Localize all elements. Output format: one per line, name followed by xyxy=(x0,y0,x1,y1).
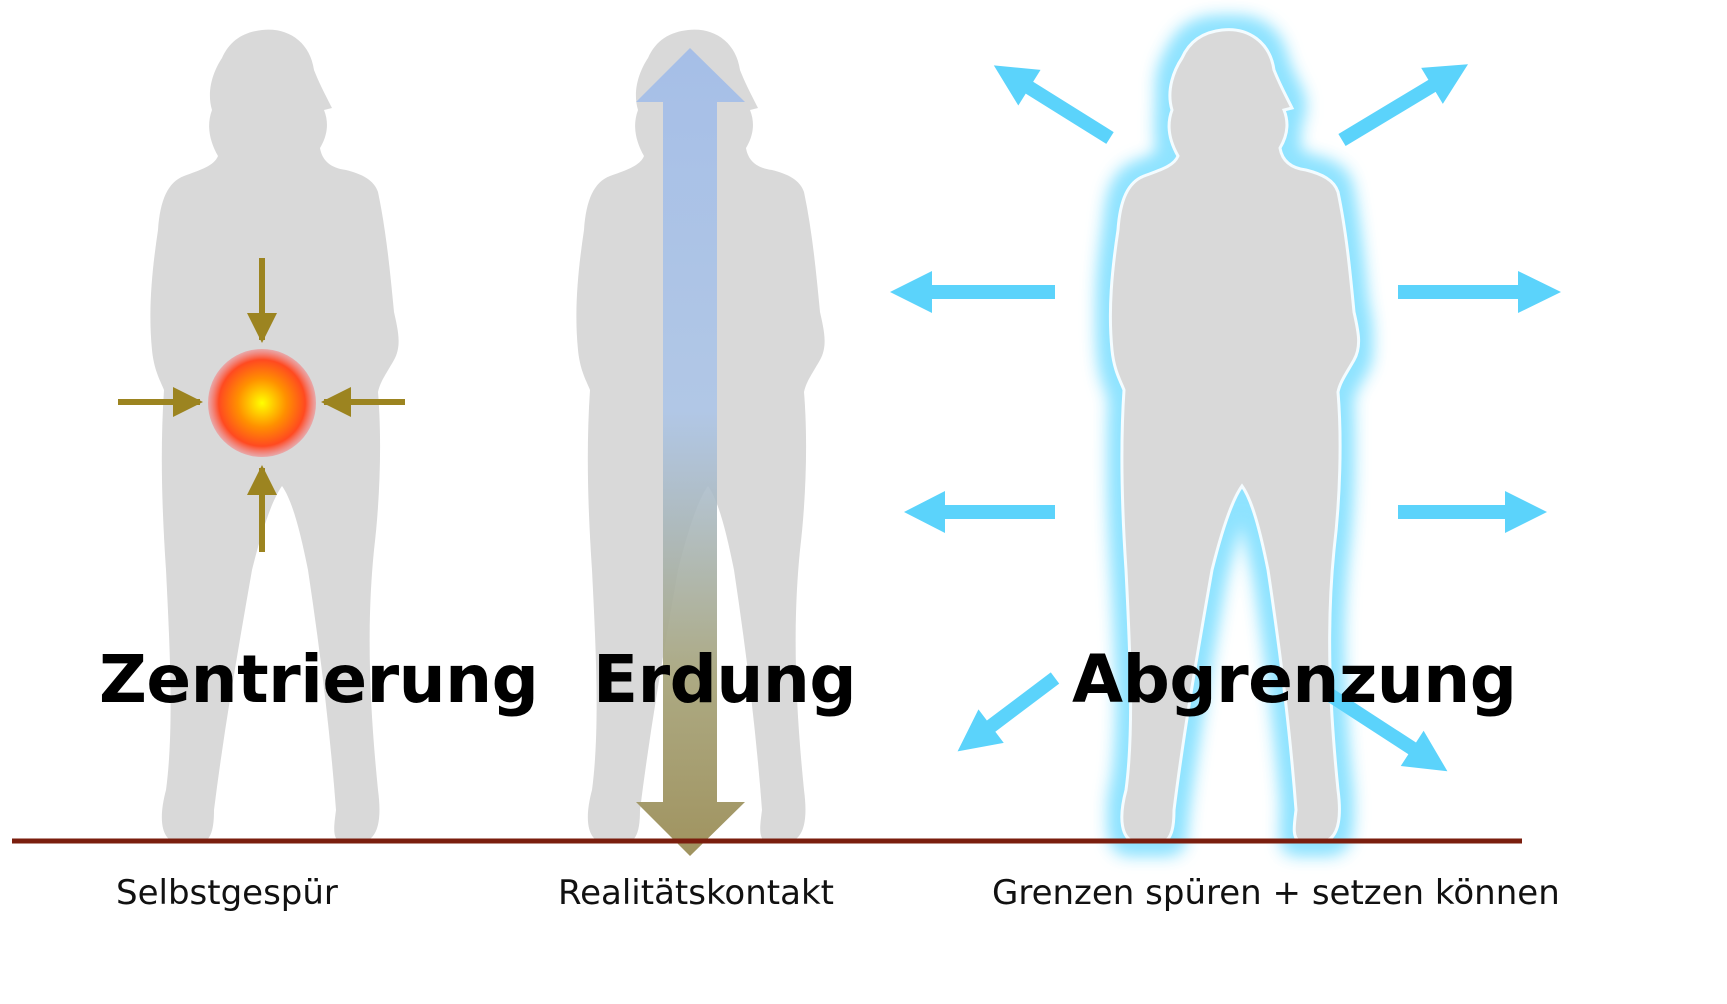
title-zentrierung: Zentrierung xyxy=(99,647,538,713)
title-abgrenzung: Abgrenzung xyxy=(1072,647,1517,713)
caption-erdung: Realitätskontakt xyxy=(558,876,834,910)
center-glow-icon xyxy=(208,349,316,457)
caption-zentrierung: Selbstgespür xyxy=(116,876,338,910)
silhouette-abgrenzung xyxy=(1110,30,1358,842)
caption-abgrenzung: Grenzen spüren + setzen können xyxy=(992,876,1560,910)
title-erdung: Erdung xyxy=(593,647,856,713)
